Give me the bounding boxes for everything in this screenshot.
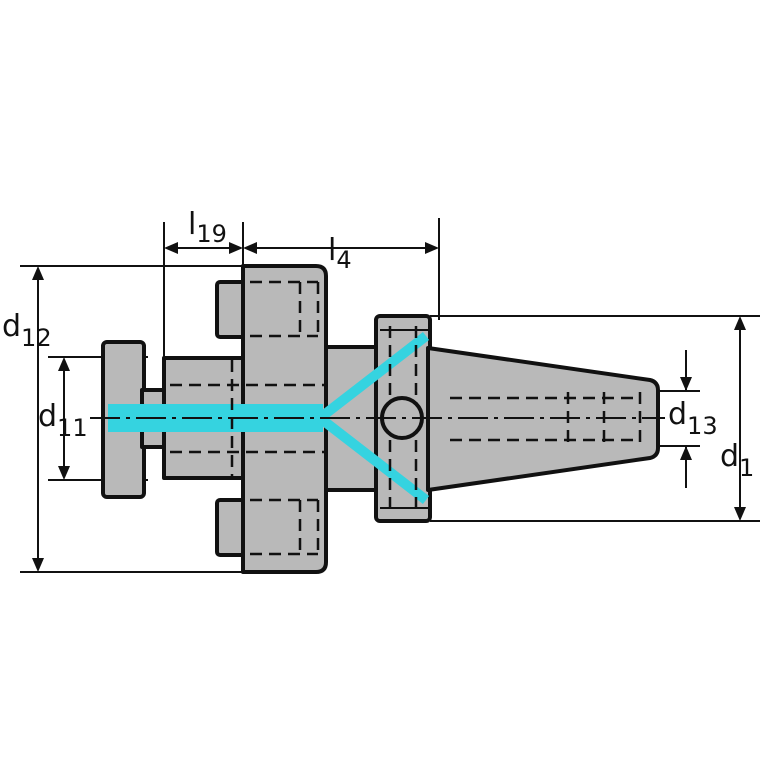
label-d11: d11 [38,399,88,442]
screw-head-bottom [215,498,247,557]
label-d12: d12 [2,309,52,352]
coolant-duct-lower [316,414,430,504]
label-d13: d13 [668,397,718,440]
dimension-labels: l19 l4 d12 d11 d13 d1 [2,207,754,482]
label-d1: d1 [720,439,754,482]
label-l4: l4 [328,233,352,274]
coolant-duct-upper [316,332,430,422]
dimension-lines [32,242,746,572]
coolant-channels [108,332,430,504]
label-l19: l19 [188,207,227,248]
hidden-lines [170,280,642,556]
screw-head-top [215,280,247,339]
